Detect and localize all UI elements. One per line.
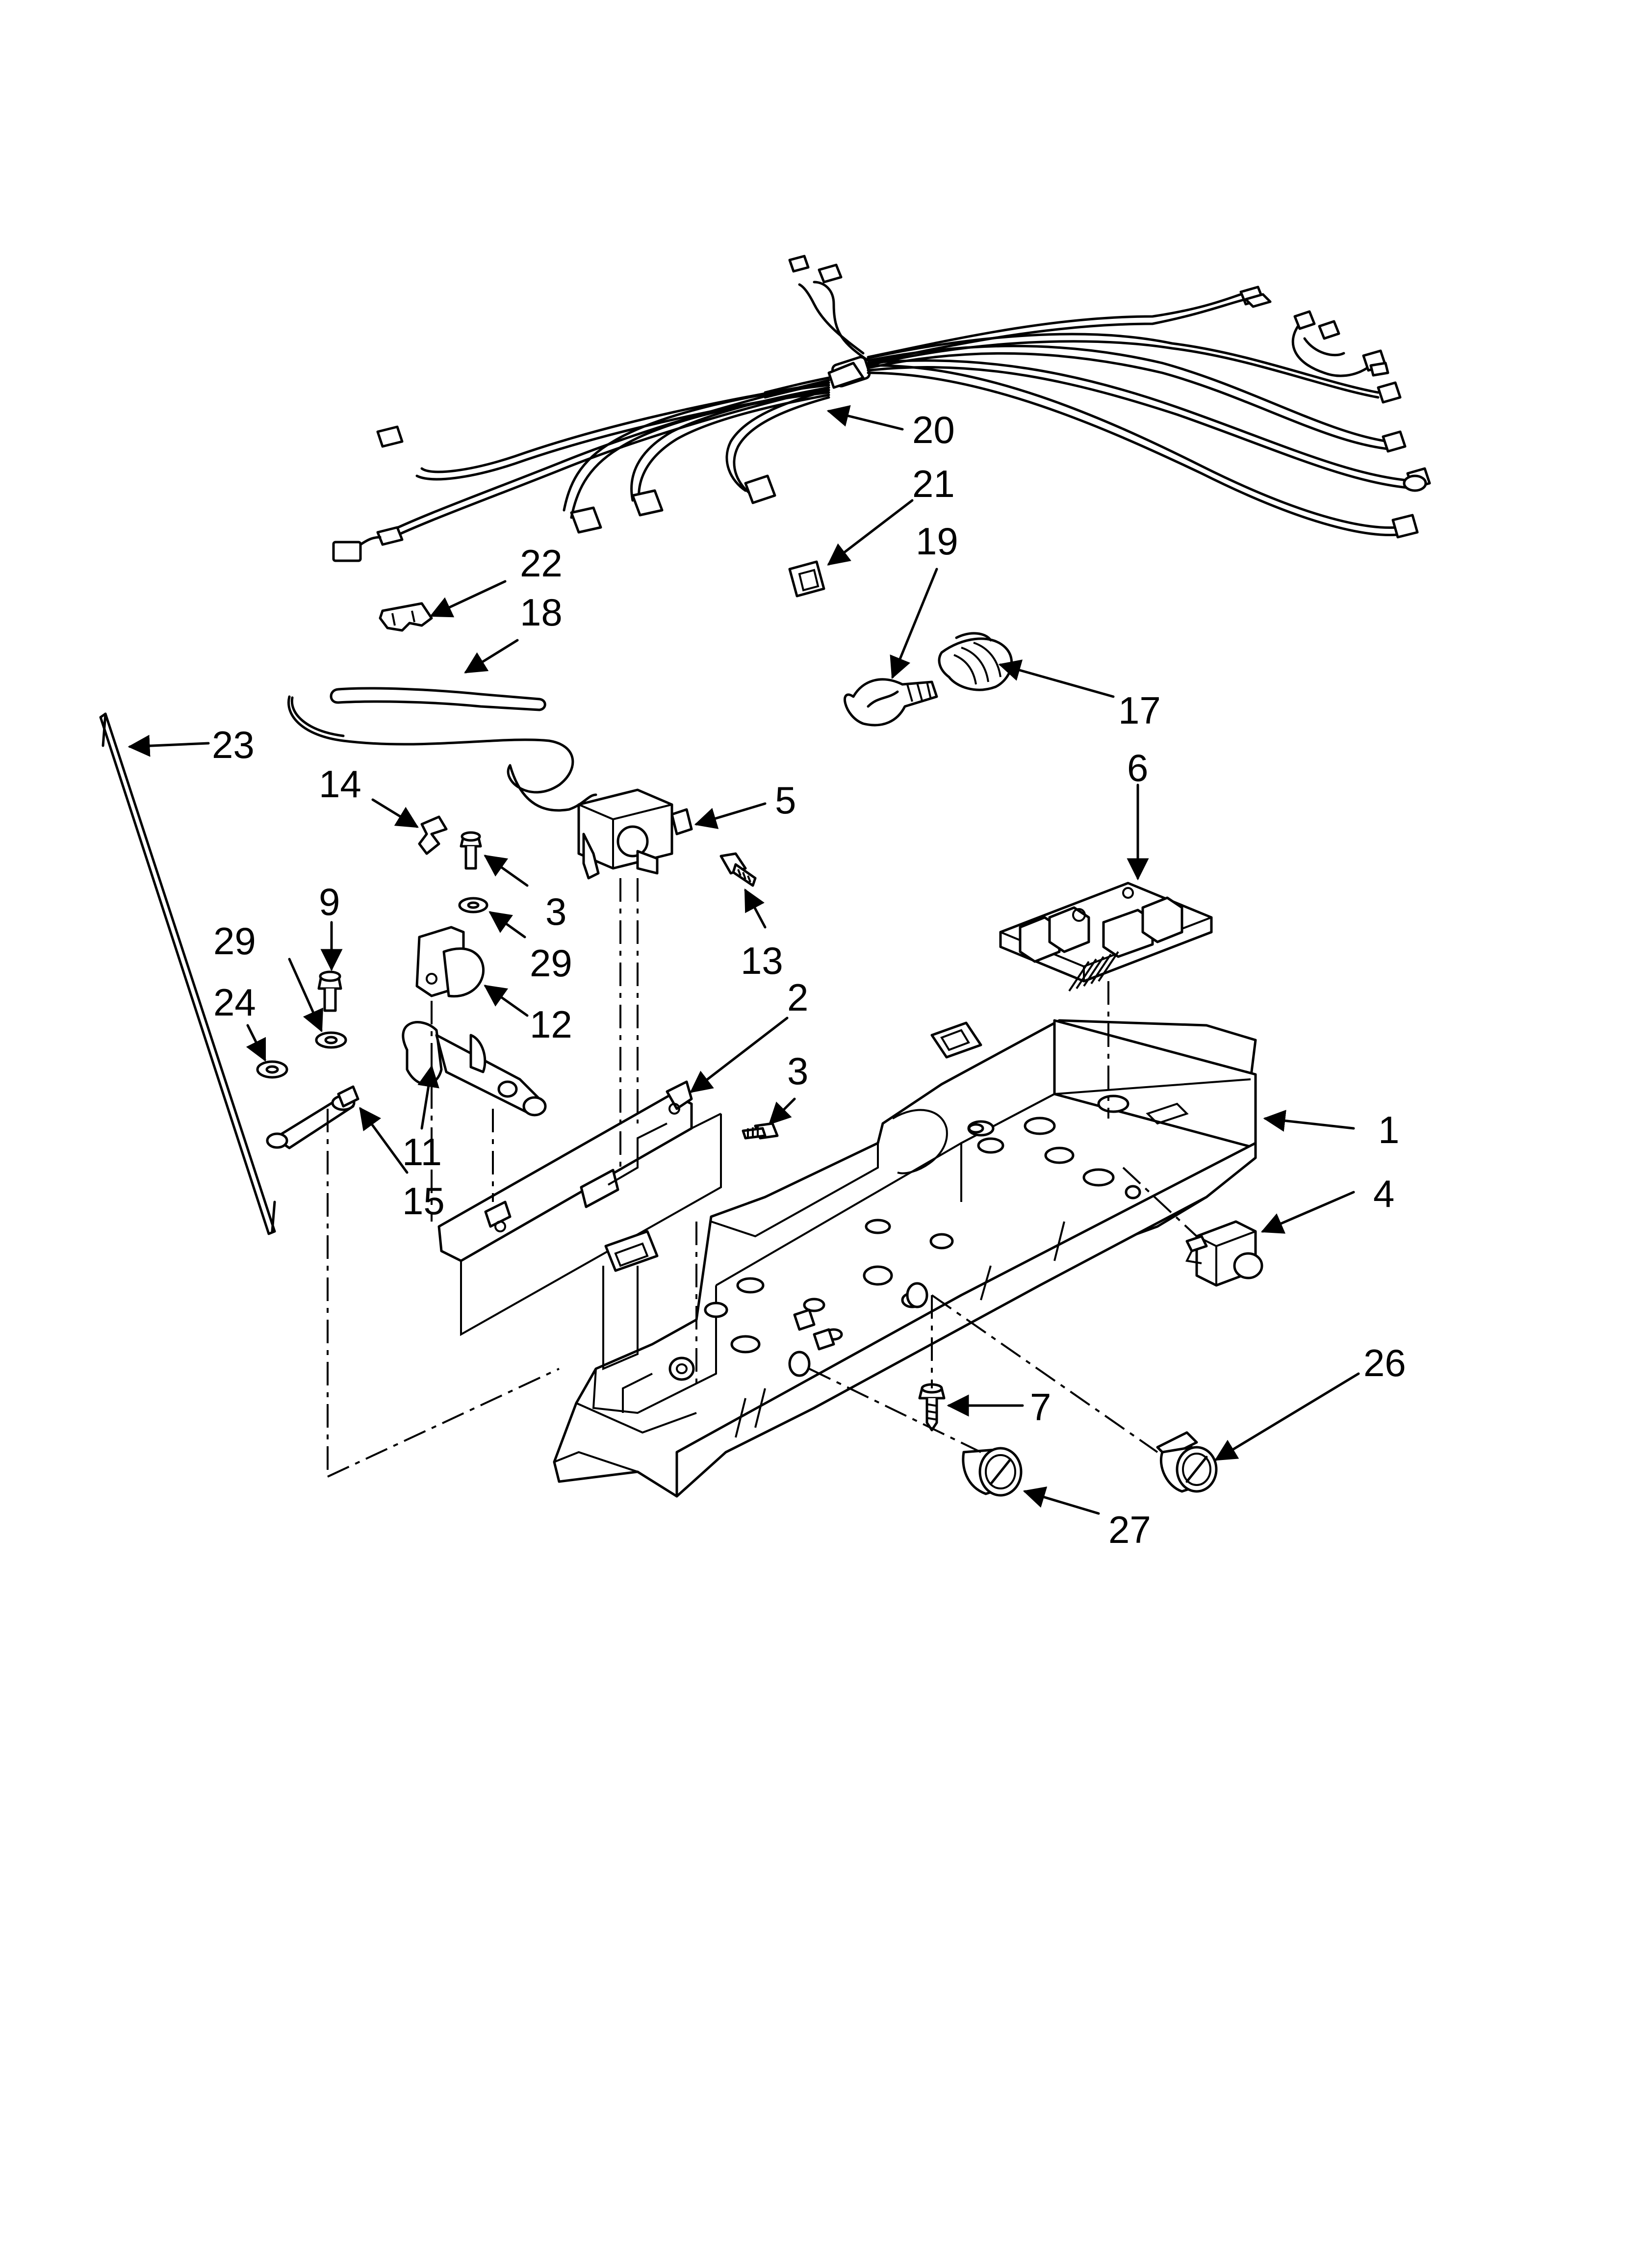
callout-11: 11 [402, 1130, 442, 1173]
control-housing-part-1 [553, 1019, 1257, 1498]
screw-part-3-upper [460, 831, 482, 870]
callout-labels: 20 21 19 22 18 17 6 23 14 5 3 13 29 12 9… [212, 408, 1406, 1551]
light-bulb-part-19 [844, 678, 938, 727]
callout-4: 4 [1373, 1172, 1394, 1215]
washer-part-29-upper [458, 897, 488, 913]
washer-part-24 [256, 1060, 288, 1079]
callout-6: 6 [1127, 746, 1148, 789]
callout-15: 15 [402, 1179, 445, 1223]
damper-control-part-11 [402, 1021, 547, 1117]
control-board-part-6 [999, 882, 1213, 992]
callout-7: 7 [1030, 1385, 1051, 1429]
callout-3-lower: 3 [787, 1049, 808, 1093]
callout-17: 17 [1118, 689, 1161, 732]
callout-9: 9 [319, 880, 340, 923]
callout-27: 27 [1108, 1508, 1151, 1551]
callout-3-upper: 3 [545, 890, 566, 933]
tube-part-18 [330, 687, 546, 711]
callout-5: 5 [775, 779, 796, 822]
lever-part-15 [266, 1085, 359, 1149]
callout-29-upper: 29 [530, 941, 572, 985]
callout-1: 1 [1378, 1108, 1399, 1151]
callout-23: 23 [212, 723, 255, 766]
callout-18: 18 [520, 591, 563, 634]
switch-part-4 [1185, 1220, 1263, 1287]
knob-part-26 [1156, 1431, 1218, 1493]
callout-29-lower: 29 [213, 919, 256, 963]
mounting-bracket-part-2 [437, 1080, 722, 1336]
screw-part-3-lower [742, 1122, 779, 1140]
thermostat-part-5 [287, 695, 693, 880]
callout-20: 20 [912, 408, 955, 451]
callout-24: 24 [213, 981, 256, 1024]
light-socket-part-17 [938, 632, 1013, 691]
callout-12: 12 [530, 1003, 572, 1046]
callout-21: 21 [912, 462, 955, 505]
callout-26: 26 [1363, 1341, 1406, 1384]
knob-part-27 [962, 1447, 1023, 1497]
callout-19: 19 [916, 520, 958, 563]
screw-part-13 [719, 852, 757, 887]
callout-22: 22 [520, 542, 563, 585]
callout-14: 14 [319, 762, 361, 806]
bracket-part-12 [415, 926, 485, 998]
clip-part-22 [379, 602, 433, 632]
screw-part-7 [918, 1383, 946, 1432]
clip-part-14 [418, 815, 448, 855]
screw-part-9 [317, 970, 342, 1012]
wire-harness-part-20 [332, 255, 1431, 562]
callout-2: 2 [787, 976, 808, 1019]
connector-part-21 [788, 560, 825, 598]
assembly-lines [327, 878, 1198, 1478]
washer-part-29-lower [315, 1031, 347, 1049]
leader-arrows [128, 405, 1360, 1515]
rod-part-23 [99, 712, 276, 1235]
callout-13: 13 [741, 939, 783, 982]
